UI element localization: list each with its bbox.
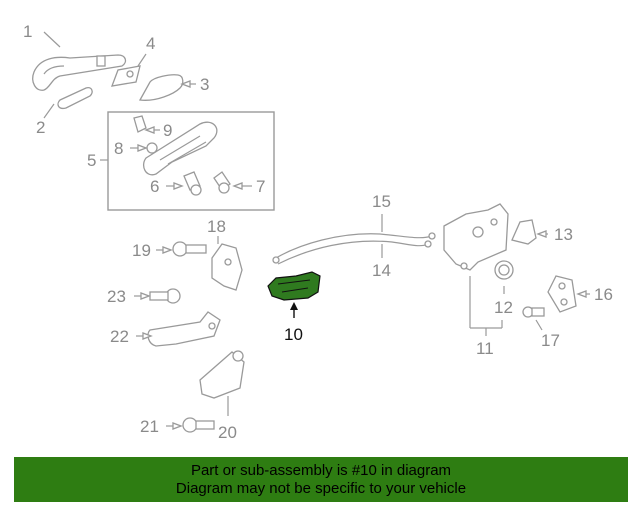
part-5-handle-frame-assembly[interactable]: 5 — [87, 111, 275, 211]
part-21-bolt[interactable]: 21 — [140, 417, 215, 436]
svg-text:1: 1 — [23, 22, 32, 41]
svg-text:2: 2 — [36, 118, 45, 137]
part-1-outer-handle[interactable]: 1 — [23, 22, 127, 91]
part-20-hinge-lower[interactable]: 20 — [199, 350, 245, 442]
part-16-striker[interactable]: 16 — [547, 275, 613, 313]
part-11-door-latch[interactable]: 11 — [443, 203, 509, 358]
svg-text:6: 6 — [150, 177, 159, 196]
svg-text:22: 22 — [110, 327, 129, 346]
svg-text:12: 12 — [494, 298, 513, 317]
part-17-screw[interactable]: 17 — [522, 306, 560, 350]
svg-text:3: 3 — [200, 75, 209, 94]
svg-text:11: 11 — [476, 339, 494, 358]
svg-text:10: 10 — [284, 325, 303, 344]
svg-text:13: 13 — [554, 225, 573, 244]
banner-line-2: Diagram may not be specific to your vehi… — [175, 479, 467, 497]
svg-text:18: 18 — [207, 217, 226, 236]
part-10-highlighted[interactable]: 10 — [267, 271, 321, 344]
part-3-handle-cover[interactable]: 3 — [138, 74, 209, 101]
svg-text:5: 5 — [87, 151, 96, 170]
part-9-clip[interactable]: 9 — [133, 115, 172, 140]
svg-text:16: 16 — [594, 285, 613, 304]
part-13-cover[interactable]: 13 — [511, 219, 573, 245]
part-22-check-link[interactable]: 22 — [110, 311, 221, 347]
svg-text:23: 23 — [107, 287, 126, 306]
part-7-screw[interactable]: 7 — [213, 171, 265, 196]
part-12-grommet[interactable]: 12 — [494, 260, 514, 317]
part-14-15-cables[interactable]: 15 14 — [272, 192, 436, 280]
svg-text:20: 20 — [218, 423, 237, 442]
svg-text:8: 8 — [114, 139, 123, 158]
svg-text:7: 7 — [256, 177, 265, 196]
svg-text:15: 15 — [372, 192, 391, 211]
svg-text:21: 21 — [140, 417, 159, 436]
part-18-hinge[interactable]: 18 — [207, 217, 243, 291]
svg-text:9: 9 — [163, 121, 172, 140]
part-6-screw[interactable]: 6 — [150, 171, 202, 196]
part-23-bolt[interactable]: 23 — [107, 287, 181, 306]
part-19-bolt[interactable]: 19 — [132, 241, 207, 260]
part-2-handle-pad[interactable]: 2 — [36, 86, 93, 137]
part-4-handle-cap[interactable]: 4 — [110, 34, 155, 87]
svg-text:4: 4 — [146, 34, 155, 53]
svg-text:17: 17 — [541, 331, 560, 350]
banner-line-1: Part or sub-assembly is #10 in diagram — [190, 461, 452, 479]
part-8-bushing[interactable]: 8 — [114, 139, 158, 158]
info-banner: Part or sub-assembly is #10 in diagram D… — [14, 457, 628, 502]
svg-text:14: 14 — [372, 261, 391, 280]
svg-text:19: 19 — [132, 241, 151, 260]
info-banner-background — [14, 457, 628, 502]
